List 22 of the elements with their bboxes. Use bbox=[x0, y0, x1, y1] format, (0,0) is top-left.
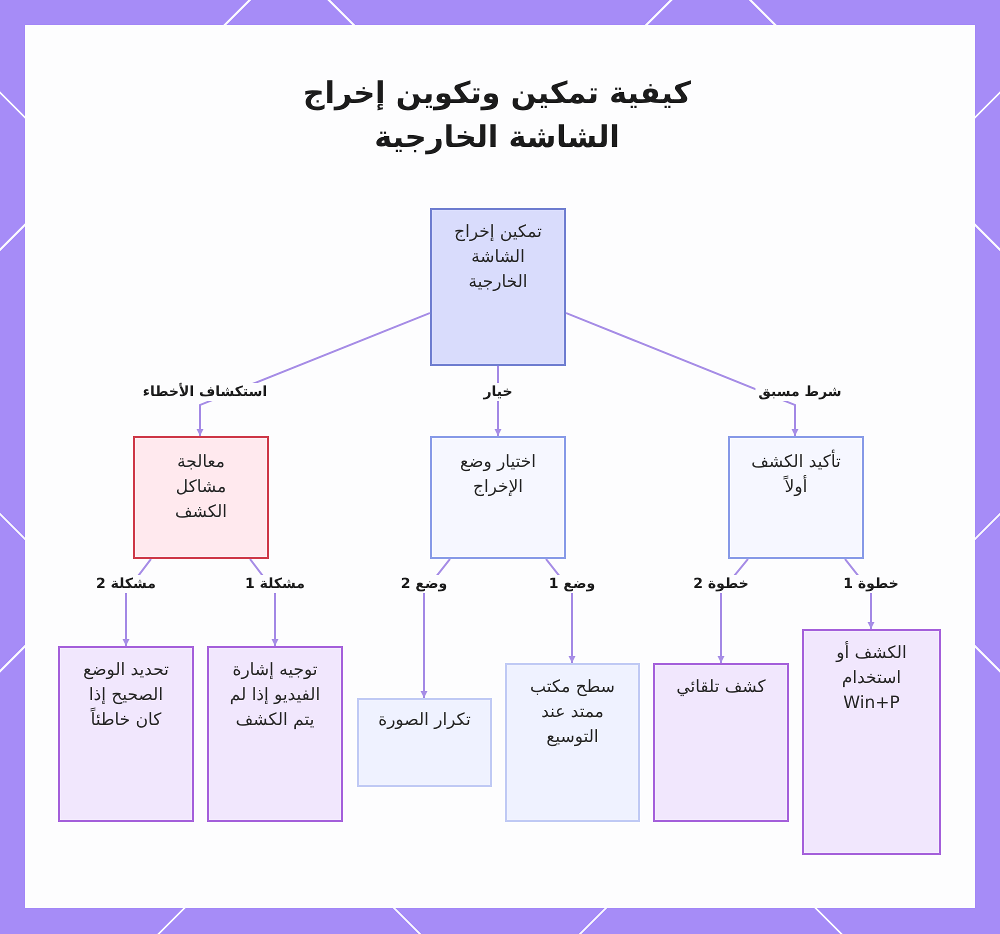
process-box bbox=[133, 436, 269, 559]
process-box bbox=[207, 646, 343, 822]
process-box bbox=[505, 663, 640, 822]
process-box bbox=[653, 663, 789, 822]
node-text: معالجة مشاكل الكشف bbox=[174, 451, 228, 524]
node-text: سطح مكتب ممتد عند التوسيع bbox=[529, 676, 616, 749]
diagram-title: كيفية تمكين وتكوين إخراج الشاشة الخارجية bbox=[302, 75, 692, 157]
process-box bbox=[728, 436, 864, 559]
node-text: الكشف أو استخدام Win+P bbox=[834, 641, 908, 715]
process-box bbox=[802, 629, 941, 855]
node-text: تأكيد الكشف أولاً bbox=[746, 450, 846, 500]
process-box bbox=[430, 436, 566, 559]
node-text: كشف تلقائي bbox=[676, 676, 766, 699]
connector-arrow bbox=[566, 312, 798, 436]
process-box bbox=[357, 698, 492, 787]
process-box bbox=[58, 646, 194, 822]
node-text: تكرار الصورة bbox=[378, 709, 471, 732]
node-text: توجيه إشارة الفيديو إذا لم يتم الكشف bbox=[228, 659, 322, 732]
node-text: تحديد الوضع الصحيح إذا كان خاطئاً bbox=[82, 659, 170, 732]
node-text: اختيار وضع الإخراج bbox=[459, 451, 537, 499]
process-box bbox=[430, 208, 566, 366]
node-text: تمكين إخراج الشاشة الخارجية bbox=[453, 221, 543, 294]
